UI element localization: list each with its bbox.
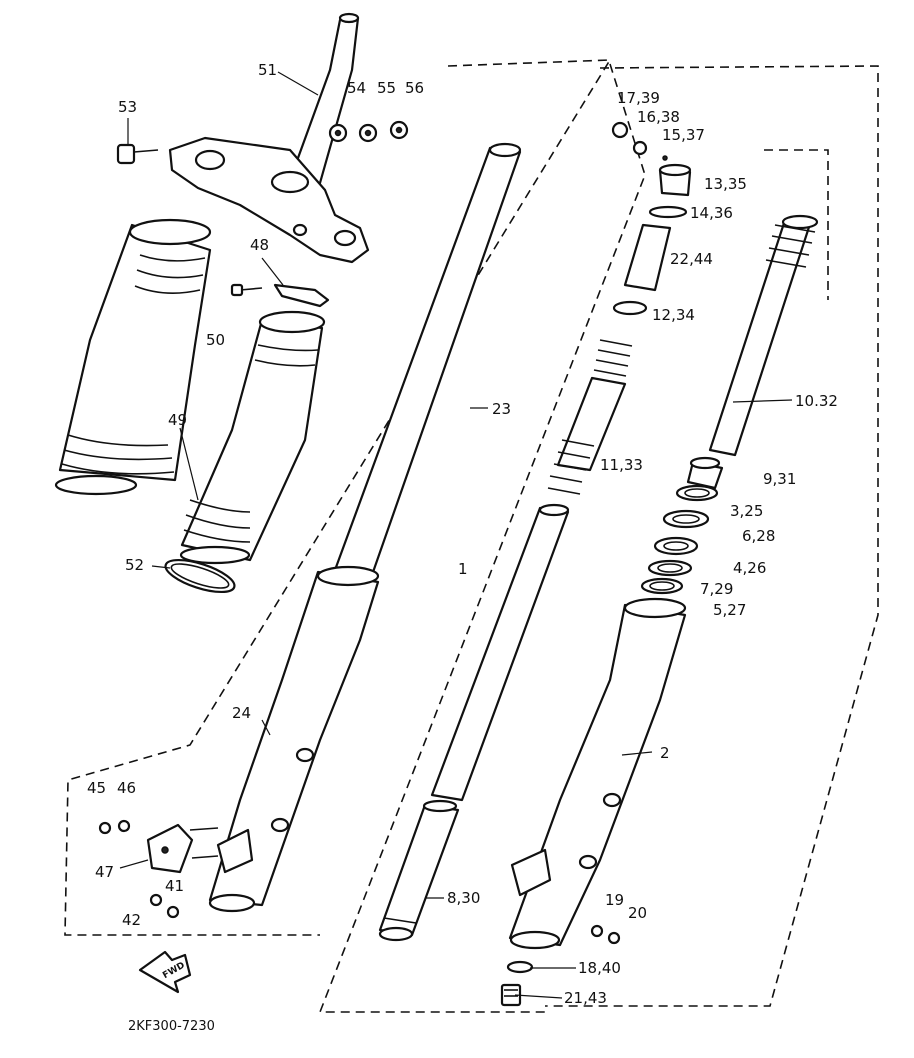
callout-17-39: 17,39 <box>617 89 660 107</box>
callout-2: 2 <box>660 744 670 762</box>
callout-18-40: 18,40 <box>578 959 621 977</box>
callout-45: 45 <box>87 779 106 797</box>
callout-51: 51 <box>258 61 277 79</box>
center-assembly-boundary <box>318 63 646 1013</box>
callout-48: 48 <box>250 236 269 254</box>
seal-stack <box>640 456 724 595</box>
steering-stem-51 <box>168 12 370 264</box>
right-assembly-boundary <box>545 65 879 1007</box>
leader-lines <box>119 71 793 999</box>
callout-14-36: 14,36 <box>690 204 733 222</box>
callout-3-25: 3,25 <box>730 502 763 520</box>
callout-42: 42 <box>122 911 141 929</box>
callout-1: 1 <box>458 560 468 578</box>
callout-23: 23 <box>492 400 511 418</box>
fork-boot-right <box>179 310 326 565</box>
callout-8-30: 8,30 <box>447 889 480 907</box>
callout-10-32: 10.32 <box>795 392 838 410</box>
callout-52: 52 <box>125 556 144 574</box>
clamp-48 <box>230 283 330 308</box>
lower-rod-8-30 <box>378 799 460 942</box>
callout-41: 41 <box>165 877 184 895</box>
callout-54: 54 <box>347 79 366 97</box>
callout-50: 50 <box>206 331 225 349</box>
callout-12-34: 12,34 <box>652 306 695 324</box>
callout-53: 53 <box>118 98 137 116</box>
callout-46: 46 <box>117 779 136 797</box>
fork-boot-left <box>54 218 212 496</box>
callout-55: 55 <box>377 79 396 97</box>
washers-54-55-56 <box>328 120 409 143</box>
left-assembly-boundary <box>64 59 612 936</box>
lower-bracket <box>168 136 370 264</box>
callout-20: 20 <box>628 904 647 922</box>
callout-9-31: 9,31 <box>763 470 796 488</box>
callout-7-29: 7,29 <box>700 580 733 598</box>
callout-4-26: 4,26 <box>733 559 766 577</box>
callout-16-38: 16,38 <box>637 108 680 126</box>
damper-rod-10-32 <box>708 214 819 457</box>
callout-6-28: 6,28 <box>742 527 775 545</box>
damper-rod-1 <box>430 503 570 802</box>
outer-tube-2 <box>508 597 687 950</box>
callout-56: 56 <box>405 79 424 97</box>
diagram-code: 2KF300-7230 <box>128 1019 215 1034</box>
bracket-47 <box>98 819 219 919</box>
front-direction-arrow: FWD <box>138 950 192 994</box>
inner-right-boundary <box>764 149 829 300</box>
assembly-boundaries <box>64 59 879 1013</box>
spring-11-33 <box>547 339 633 495</box>
callout-15-37: 15,37 <box>662 126 705 144</box>
callout-13-35: 13,35 <box>704 175 747 193</box>
callout-49: 49 <box>168 411 187 429</box>
bolt-53 <box>116 143 159 165</box>
outer-tube-24 <box>208 565 380 913</box>
callout-22-44: 22,44 <box>670 250 713 268</box>
callout-5-27: 5,27 <box>713 601 746 619</box>
callout-labels: 51 54 55 56 53 48 50 49 52 23 24 1 45 46… <box>87 61 838 1007</box>
inner-tube-23 <box>333 142 522 577</box>
band-52 <box>164 558 236 594</box>
callout-21-43: 21,43 <box>564 989 607 1007</box>
cap-parts <box>611 121 692 316</box>
callout-47: 47 <box>95 863 114 881</box>
callout-24: 24 <box>232 704 251 722</box>
callout-11-33: 11,33 <box>600 456 643 474</box>
callout-19: 19 <box>605 891 624 909</box>
